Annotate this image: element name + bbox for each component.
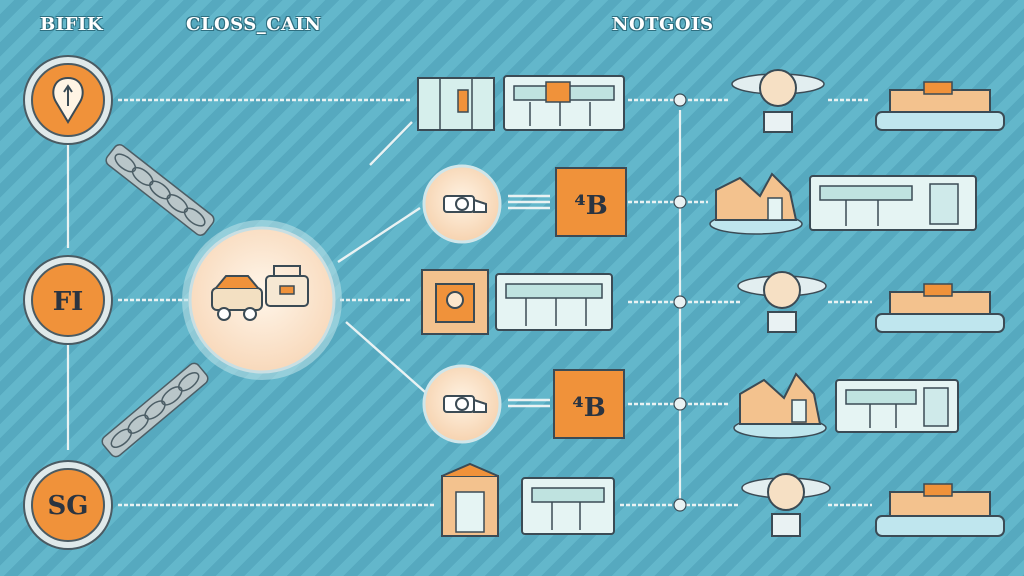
small-node-row2 xyxy=(422,164,502,244)
robot-node-3 xyxy=(737,271,827,333)
server-rack-5 xyxy=(441,462,499,537)
storefront-row3 xyxy=(495,273,613,331)
platform-5 xyxy=(875,483,1005,537)
truck-icon xyxy=(443,395,487,413)
junction-dot xyxy=(673,295,687,309)
b-tile-2: ⁴B xyxy=(553,369,625,439)
junctions xyxy=(673,93,687,512)
storefront-row5 xyxy=(521,477,615,535)
spoke-2 xyxy=(337,206,421,264)
map-pin-icon xyxy=(52,76,84,124)
chain-link-lower xyxy=(101,362,209,458)
hub-node xyxy=(182,220,342,380)
spoke-4 xyxy=(345,321,426,393)
factory-row2 xyxy=(709,172,803,235)
b-tile-1: ⁴B xyxy=(555,167,627,237)
vehicle-lock-icon xyxy=(211,265,309,321)
storefront-1 xyxy=(503,75,625,131)
platform-1 xyxy=(875,81,1005,131)
header-left: BIFIK xyxy=(40,14,103,35)
storefront-row2 xyxy=(809,175,977,231)
truck-icon xyxy=(443,195,487,213)
storefront-row4 xyxy=(835,379,959,433)
arrow-row2 xyxy=(508,194,550,210)
platform-3 xyxy=(875,283,1005,333)
factory-row4 xyxy=(733,372,827,439)
junction-dot xyxy=(673,93,687,107)
small-node-row4 xyxy=(422,364,502,444)
b-tile-1-label: ⁴B xyxy=(574,191,607,221)
arrow-row4 xyxy=(508,398,550,408)
robot-node-1 xyxy=(731,69,825,133)
spoke-1 xyxy=(369,121,413,166)
vault-node-row3 xyxy=(421,269,489,335)
b-tile-2-label: ⁴B xyxy=(572,393,605,423)
badge-bottom: SG xyxy=(23,460,113,550)
chain-link-upper xyxy=(105,144,215,236)
badge-bottom-label: SG xyxy=(48,491,89,521)
badge-mid: FI xyxy=(23,255,113,345)
header-center-right: NOTGOIS xyxy=(612,14,714,35)
robot-node-5 xyxy=(741,473,831,537)
server-rack-1 xyxy=(417,77,495,131)
header-center-left: CLOSS_CAIN xyxy=(186,14,322,35)
junction-dot xyxy=(673,498,687,512)
junction-dot xyxy=(673,195,687,209)
junction-dot xyxy=(673,397,687,411)
badge-top xyxy=(23,55,113,145)
badge-mid-label: FI xyxy=(53,287,84,317)
